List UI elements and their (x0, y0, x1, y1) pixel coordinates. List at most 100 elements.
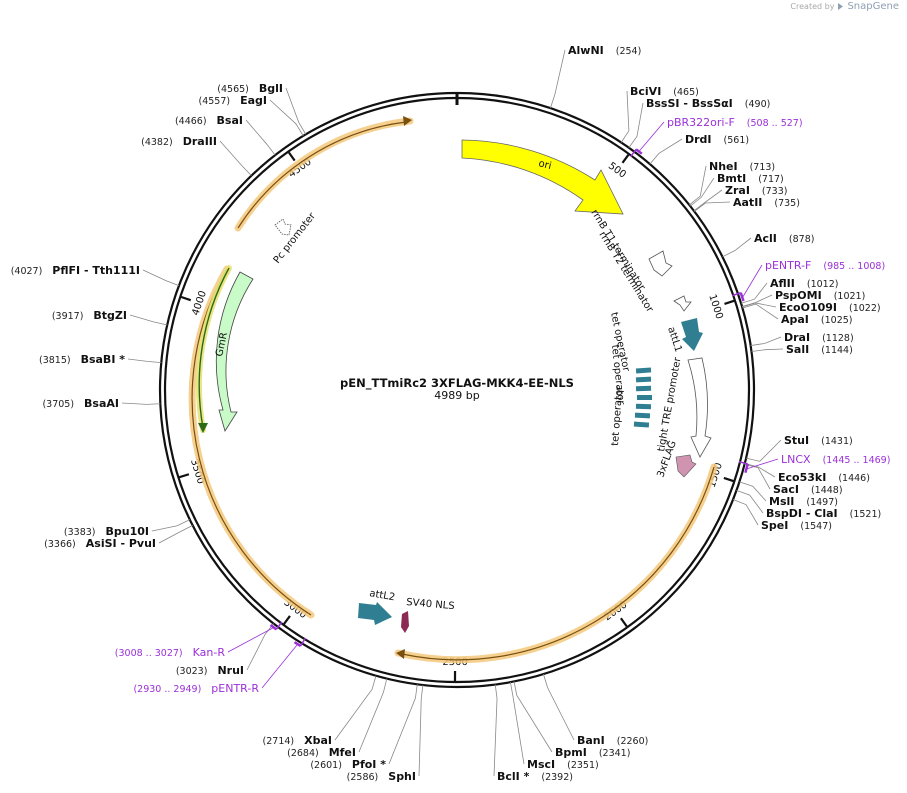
enzyme-name-saci: SacI (773, 483, 799, 496)
enzyme-pos-draiii: (4382) (141, 137, 173, 148)
orf-arc-top (234, 117, 414, 232)
enzyme-pos-drdi: (561) (724, 135, 750, 146)
enzyme-leader-bsaai (121, 402, 161, 405)
enzyme-name-mfei: MfeI (329, 746, 356, 759)
tick-2000 (620, 617, 628, 628)
enzyme-labels: AlwNI(254)BciVI(465)BssSI - BssSαI(490)D… (11, 44, 882, 783)
enzyme-name-bgli: BglI (259, 82, 283, 95)
orf-arc-left-line (191, 268, 312, 616)
enzyme-pos-ecoo109i: (1022) (849, 303, 881, 314)
enzyme-leader-pflfi-tth111i (142, 269, 180, 286)
primer-bar-kan-r (269, 624, 277, 631)
enzyme-name-zrai: ZraI (725, 184, 750, 197)
tick-label-500: 500 (606, 161, 628, 181)
enzyme-leader-eagi (269, 99, 304, 137)
snapgene-logo-icon (838, 3, 844, 10)
enzyme-name-aatii: AatII (733, 196, 762, 209)
enzyme-name-eagi: EagI (240, 94, 267, 107)
brand-prefix: Created by (790, 2, 835, 11)
enzyme-leader-spei (732, 499, 759, 526)
tet-operator-block-5 (635, 403, 652, 410)
enzyme-leader-asisi-pvui (158, 525, 193, 544)
enzyme-name-pfoi: PfoI * (352, 758, 386, 771)
primer-range-pentr-r: (2930 .. 2949) (133, 684, 201, 695)
enzyme-pos-alwni: (254) (616, 46, 642, 57)
enzyme-pos-bcli: (2392) (541, 772, 573, 783)
enzyme-pos-saci: (1448) (811, 485, 843, 496)
enzyme-leader-acli (722, 237, 752, 258)
enzyme-leader-bpu10i (151, 519, 190, 532)
enzyme-name-msci: MscI (527, 758, 555, 771)
tick-1000 (724, 299, 735, 305)
orf-arc-right (394, 463, 718, 664)
enzyme-leader-bsssi-bsss-i (628, 102, 644, 149)
enzyme-leader-ecoo109i (742, 302, 777, 308)
primer-tick-kan-r (275, 621, 283, 630)
enzyme-leader-bsai (245, 119, 276, 156)
enzyme-name-ecoo109i: EcoO109I (779, 301, 837, 314)
enzyme-name-bsabi: BsaBI * (81, 353, 126, 366)
enzyme-name-sali: SalI (786, 343, 809, 356)
enzyme-pos-nrui: (3023) (176, 666, 208, 677)
attl1-label: attL1 (665, 326, 683, 354)
enzyme-pos-xbai: (2714) (263, 736, 295, 747)
orf-arc-gmr-head (198, 423, 208, 433)
enzyme-leader-bsabi (127, 358, 162, 364)
enzyme-leader-drdi (649, 138, 683, 165)
enzyme-pos-nhei: (713) (750, 162, 776, 173)
enzyme-leader-drai (750, 336, 782, 346)
enzyme-leader-mfei (358, 678, 388, 753)
enzyme-pos-asisi-pvui: (3366) (44, 539, 76, 550)
enzyme-leader-bspdi-clai (736, 490, 764, 514)
primer-leader-pbr322ori-f (639, 121, 665, 151)
enzyme-name-eco53ki: Eco53kI (778, 471, 826, 484)
enzyme-name-drdi: DrdI (685, 133, 712, 146)
orf-arc-right-head (396, 649, 405, 659)
enzyme-name-alwni: AlwNI (568, 44, 604, 57)
enzyme-leader-bcivi (620, 90, 630, 143)
primer-range-kan-r: (3008 .. 3027) (115, 648, 183, 659)
enzyme-pos-acli: (878) (789, 234, 815, 245)
enzyme-leader-stui (745, 439, 782, 462)
orf-arc-right-line (401, 466, 715, 661)
enzyme-pos-bsabi: (3815) (39, 355, 71, 366)
tick-1500 (723, 476, 734, 483)
enzyme-name-acli: AclI (754, 232, 777, 245)
enzyme-pos-pflfi-tth111i: (4027) (11, 266, 43, 277)
tet-operator-block-2 (635, 376, 652, 383)
primer-range-lncx: (1445 .. 1469) (823, 455, 891, 466)
enzyme-pos-sali: (1144) (821, 345, 853, 356)
gmr-label: GmR (214, 331, 230, 357)
primer-name-pbr322ori-f: pBR322ori-F (667, 116, 735, 129)
enzyme-name-apai: ApaI (781, 313, 809, 326)
enzyme-leader-alwni (550, 49, 566, 109)
enzyme-name-asisi-pvui: AsiSI - PvuI (86, 537, 156, 550)
enzyme-leader-pfoi (388, 684, 418, 765)
primer-leader-lncx (747, 458, 779, 469)
gmr-feature (215, 271, 254, 432)
orf-arc-gmr-line (198, 267, 230, 429)
enzyme-name-nhei: NheI (709, 160, 738, 173)
enzyme-pos-sphi: (2586) (347, 772, 379, 783)
enzyme-leader-saci (744, 463, 771, 490)
tight-tre-promoter-feature (687, 357, 712, 458)
primer-leader-pentr-f (742, 264, 763, 297)
primer-name-kan-r: Kan-R (193, 646, 226, 659)
enzyme-pos-bsssi-bsss-i: (490) (745, 99, 771, 110)
primer-bar-pbr322ori-f (635, 148, 643, 155)
primer-range-pbr322ori-f: (508 .. 527) (747, 118, 803, 129)
enzyme-pos-pspomi: (1021) (834, 291, 866, 302)
enzyme-pos-eagi: (4557) (199, 96, 231, 107)
backbone-outer (158, 91, 756, 689)
brand: Created by SnapGene (790, 1, 899, 12)
plasmid-size: 4989 bp (434, 389, 479, 402)
enzyme-name-aflii: AflII (770, 277, 795, 290)
primer-leader-pentr-r (261, 644, 298, 689)
enzyme-name-bsai: BsaI (217, 114, 243, 127)
enzyme-pos-msci: (2351) (567, 760, 599, 771)
enzyme-name-nrui: NruI (217, 664, 244, 677)
primer-tick-pbr322ori-f (630, 148, 637, 157)
tet-operator-block-6 (634, 412, 651, 419)
enzyme-pos-bspdi-clai: (1521) (850, 509, 882, 520)
